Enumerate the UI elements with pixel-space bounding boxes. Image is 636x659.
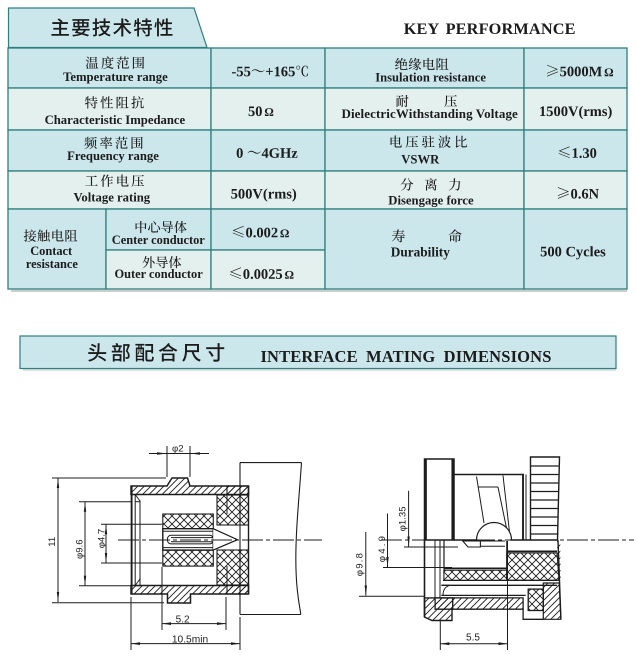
svg-text:DielectricWithstanding Voltage: DielectricWithstanding Voltage [341,106,518,121]
svg-text:VSWR: VSWR [401,152,440,166]
svg-text:Contact: Contact [30,244,73,258]
svg-text:Center conductor: Center conductor [112,233,206,247]
svg-text:Disengage force: Disengage force [388,194,474,208]
svg-text:5.2: 5.2 [176,615,190,626]
svg-text:Insulation resistance: Insulation resistance [375,71,486,85]
svg-text:Characteristic Impedance: Characteristic Impedance [45,113,186,127]
svg-text:Voltage rating: Voltage rating [73,191,150,205]
svg-text:10.5min: 10.5min [172,635,208,646]
svg-text:KEY PERFORMANCE: KEY PERFORMANCE [404,19,576,38]
svg-text:φ9.8: φ9.8 [354,552,365,576]
svg-text:φ2: φ2 [172,444,184,455]
svg-text:Frequency range: Frequency range [67,149,159,163]
svg-text:11: 11 [47,537,58,547]
svg-text:Durability: Durability [391,245,450,260]
svg-text:Outer conductor: Outer conductor [114,267,203,281]
svg-text:INTERFACE MATING DIMENSIONS: INTERFACE MATING DIMENSIONS [260,347,551,366]
svg-text:φ4.7: φ4.7 [96,529,107,549]
svg-text:resistance: resistance [26,257,79,271]
svg-text:φ9.6: φ9.6 [74,539,85,559]
svg-text:φ4.9: φ4.9 [377,534,388,562]
svg-text:φ1.35: φ1.35 [398,506,409,531]
svg-text:Temperature range: Temperature range [63,70,168,84]
svg-text:5.5: 5.5 [466,633,480,644]
